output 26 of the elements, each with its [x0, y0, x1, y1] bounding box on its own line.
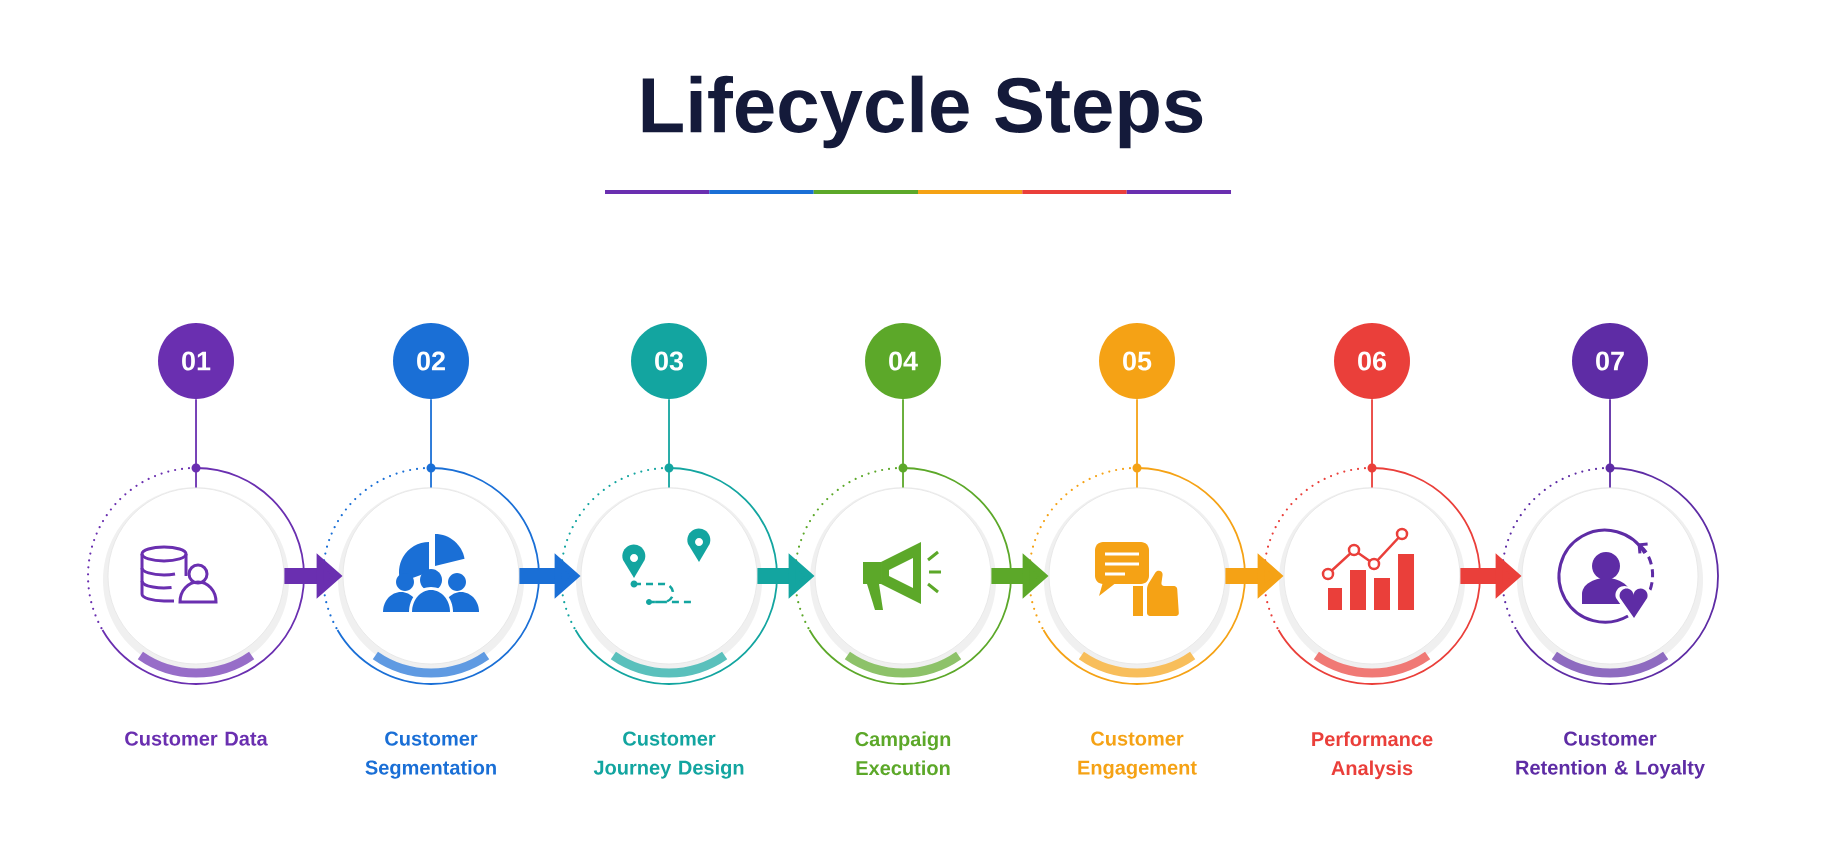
number-badge: 03	[631, 323, 707, 399]
connector-line	[668, 398, 670, 489]
title: Lifecycle Steps	[642, 75, 1203, 149]
step-circle	[1500, 463, 1719, 685]
step-label: Customer Data	[125, 731, 268, 746]
connector-line	[195, 398, 197, 489]
connector-line	[902, 398, 904, 489]
step-label: Customer Engagement	[1078, 731, 1197, 779]
step-label: Customer Journey Design	[593, 731, 744, 779]
step-label: Customer Segmentation	[365, 731, 496, 779]
connector-line	[430, 398, 432, 489]
number-badge: 04	[865, 323, 941, 399]
connector-line	[1136, 398, 1138, 489]
step-label: Performance Analysis	[1312, 731, 1433, 780]
connector-line	[1609, 398, 1611, 489]
number-badge: 01	[158, 323, 234, 399]
step-circle	[559, 463, 778, 685]
step-label: Campaign Execution	[855, 731, 951, 776]
connector-line	[1371, 398, 1373, 489]
number-badge: 05	[1099, 323, 1175, 399]
number-badge: 07	[1572, 323, 1648, 399]
number-badge: 02	[393, 323, 469, 399]
step-circle	[793, 463, 1012, 685]
step-circle	[86, 463, 305, 685]
number-badge: 06	[1334, 323, 1410, 399]
step-label: Customer Retention & Loyalty	[1516, 731, 1705, 779]
